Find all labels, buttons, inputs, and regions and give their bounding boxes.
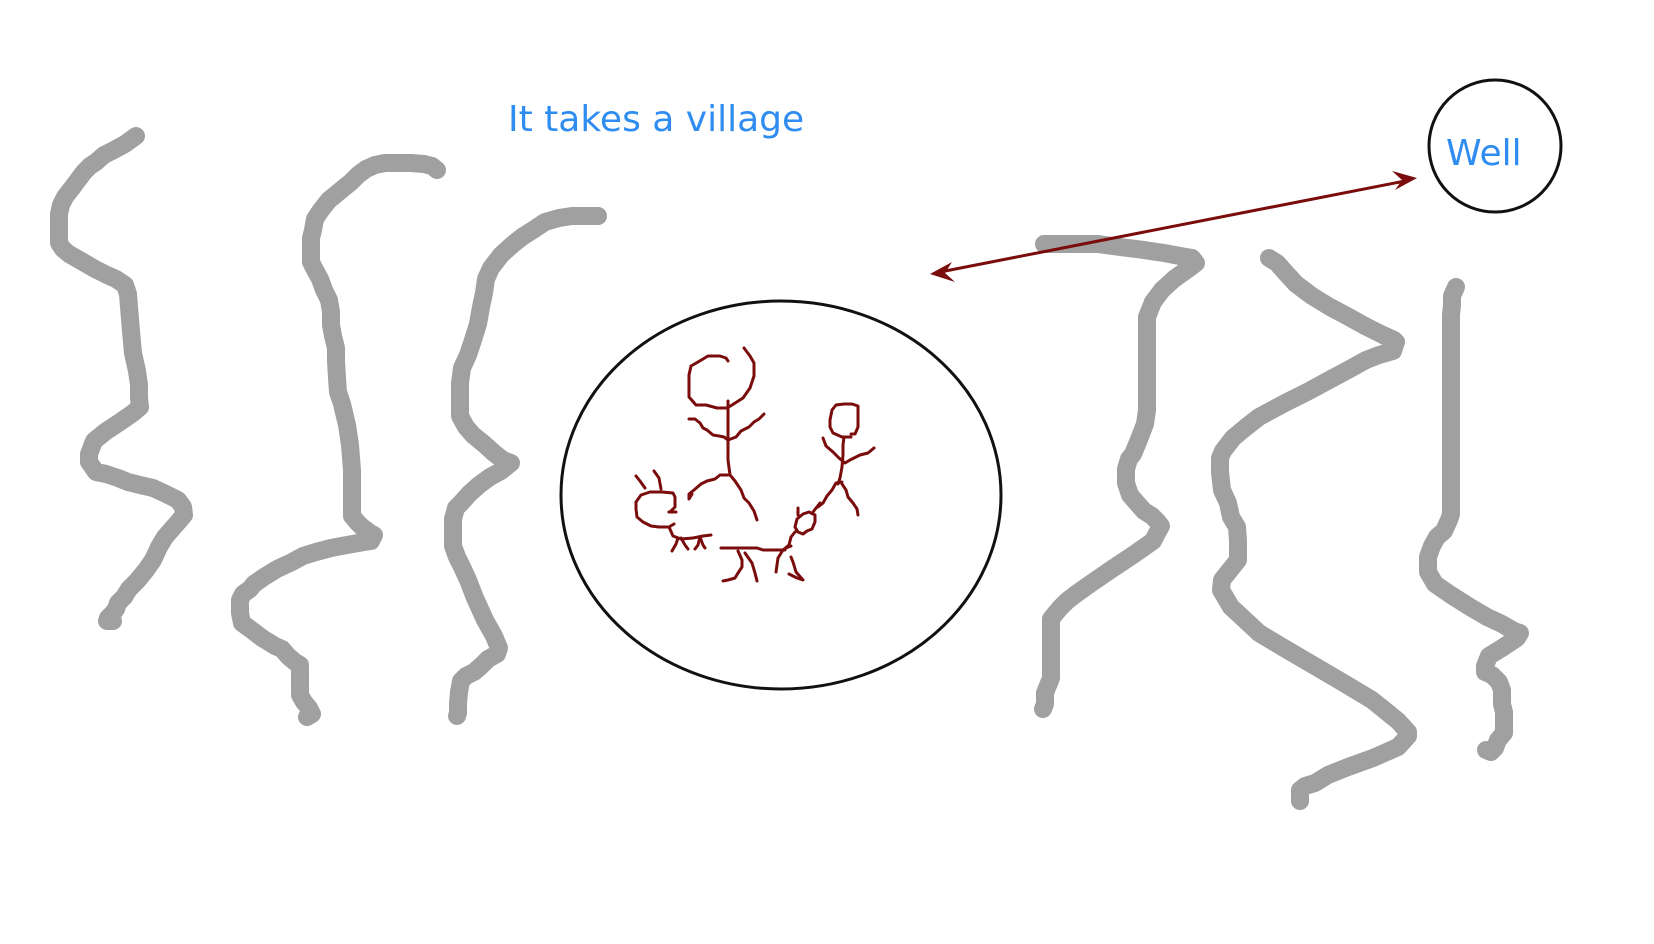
stick-figure-small-right xyxy=(816,402,876,517)
well-circle xyxy=(1427,78,1563,214)
well-label: Well xyxy=(1446,133,1522,174)
village-ellipse xyxy=(559,299,1003,691)
path-stroke-3 xyxy=(444,207,607,725)
path-stroke-2 xyxy=(231,154,446,726)
path-stroke-5 xyxy=(1211,249,1417,810)
people-doodle xyxy=(634,346,876,583)
path-stroke-6 xyxy=(1419,278,1529,761)
stick-figure-child-left xyxy=(634,469,713,553)
path-stroke-4 xyxy=(1034,235,1205,718)
diagram-title: It takes a village xyxy=(508,99,804,140)
stick-figure-adult xyxy=(687,346,766,522)
stick-figure-child-middle xyxy=(719,501,822,583)
connection-arrow-icon xyxy=(930,171,1417,282)
path-stroke-1 xyxy=(50,127,193,630)
